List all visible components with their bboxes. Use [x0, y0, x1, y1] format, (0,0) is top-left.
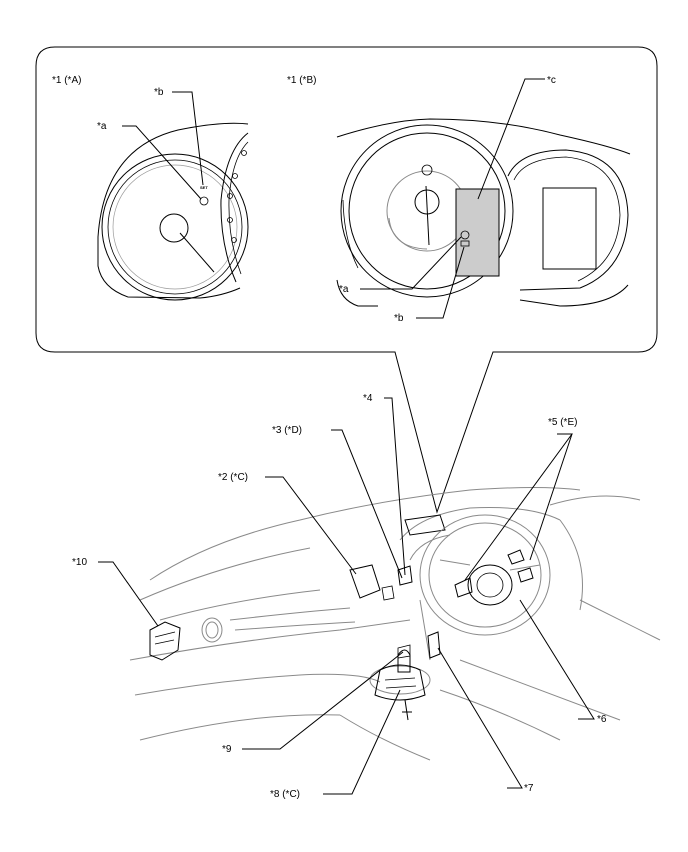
label-b-right: *b — [394, 313, 404, 324]
set-indicator-text: SET — [200, 185, 208, 190]
label-2: *2 (*C) — [218, 472, 248, 483]
label-a-left: *a — [97, 121, 107, 132]
label-9: *9 — [222, 744, 232, 755]
label-3: *3 (*D) — [272, 425, 302, 436]
dashboard-illustration — [129, 487, 661, 761]
label-b-left: *b — [154, 87, 164, 98]
highlighted-display — [455, 188, 500, 277]
label-view-a: *1 (*A) — [52, 75, 81, 86]
indicator-icon — [199, 196, 209, 206]
label-view-b: *1 (*B) — [287, 75, 316, 86]
label-7: *7 — [524, 783, 534, 794]
cluster-view-a: SET — [97, 122, 249, 301]
callout-box — [35, 46, 658, 514]
diagram-labels: *1 (*A) *1 (*B) *b *a *c *a *b *4 *3 (*D… — [52, 75, 607, 800]
label-4: *4 — [363, 393, 373, 404]
cluster-view-b — [336, 118, 631, 307]
label-c-right: *c — [547, 75, 556, 86]
label-10: *10 — [72, 557, 87, 568]
label-a-right: *a — [339, 284, 349, 295]
label-8: *8 (*C) — [270, 789, 300, 800]
label-6: *6 — [597, 714, 607, 725]
leader-lines — [98, 78, 595, 795]
label-5: *5 (*E) — [548, 417, 577, 428]
